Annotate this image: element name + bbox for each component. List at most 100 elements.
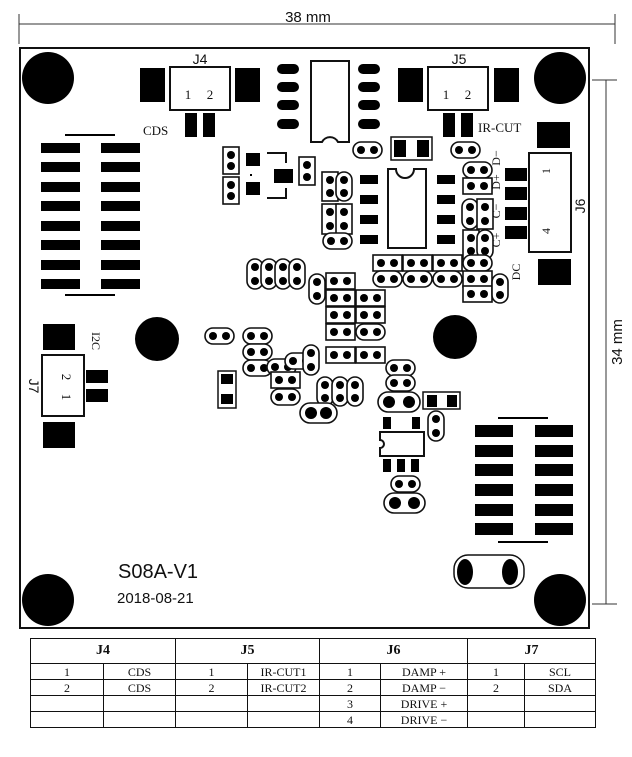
pad-hole: [481, 247, 489, 255]
j4-ref-label: J4: [193, 51, 208, 67]
pad-outline: [372, 270, 403, 288]
pad-hole: [330, 328, 338, 336]
pin-table-group-j4: J4: [30, 638, 176, 664]
ic-middle-dip: [360, 168, 455, 249]
pad-hole: [343, 277, 351, 285]
pad-hole: [327, 237, 335, 245]
pad-hole: [340, 208, 348, 216]
pad-hole: [389, 497, 401, 509]
pin-number-cell: 4: [319, 711, 381, 728]
pin-function-cell: IR-CUT1: [247, 663, 320, 680]
pin-number-cell: 2: [319, 679, 381, 696]
pad-hole: [227, 151, 235, 159]
pad-hole: [480, 166, 488, 174]
pad-hole: [377, 259, 385, 267]
pad-outline: [325, 323, 356, 341]
pad-hole: [343, 311, 351, 319]
pad-hole: [336, 394, 344, 402]
pad-outline: [298, 156, 316, 186]
pad-hole: [370, 146, 378, 154]
pad-hole: [260, 332, 268, 340]
pad-hole: [467, 247, 475, 255]
pin-number-cell: [175, 695, 248, 712]
pad-hole: [373, 311, 381, 319]
pad-hole: [265, 263, 273, 271]
pad-hole: [466, 217, 474, 225]
pin-table-group-j7: J7: [467, 638, 596, 664]
pad-hole: [357, 146, 365, 154]
connector-j7: [41, 324, 108, 448]
pad-outline: [222, 146, 240, 175]
pad-hole: [330, 294, 338, 302]
pad-outline: [288, 258, 306, 290]
pin-function-cell: CDS: [103, 663, 176, 680]
pin-number-cell: 3: [319, 695, 381, 712]
pad-hole: [330, 311, 338, 319]
pad-hole: [247, 364, 255, 372]
pad-outline: [432, 270, 463, 288]
pad-hole: [326, 189, 334, 197]
pad-hole: [407, 275, 415, 283]
pad-hole: [432, 415, 440, 423]
j5-ref-label: J5: [452, 51, 467, 67]
j7-pin1-label: 1: [59, 394, 74, 401]
pad-hole: [343, 328, 351, 336]
pad-hole: [455, 146, 463, 154]
j4-function-label: CDS: [143, 123, 168, 138]
pad-hole: [289, 357, 297, 365]
mounting-hole-top-left: [22, 52, 74, 104]
pad-outline: [462, 177, 493, 195]
pad-hole: [467, 166, 475, 174]
j5-pin1-label: 1: [443, 87, 450, 102]
pad-hole: [395, 480, 403, 488]
pad-hole: [326, 208, 334, 216]
j7-ref-label: J7: [26, 379, 42, 394]
pad-hole: [467, 259, 475, 267]
pad-hole: [321, 394, 329, 402]
pad-hole: [305, 407, 317, 419]
pad-hole: [373, 328, 381, 336]
pad-outline: [308, 273, 326, 305]
j4-pin1-label: 1: [185, 87, 192, 102]
j7-pin2-label: 2: [59, 374, 74, 381]
pad-hole: [481, 217, 489, 225]
j4-pin2-label: 2: [207, 87, 214, 102]
pin-function-cell: [524, 695, 596, 712]
mounting-hole-bottom-left: [22, 574, 74, 626]
pad-hole: [326, 222, 334, 230]
pad-hole: [450, 259, 458, 267]
ic-left-sop: [41, 134, 140, 296]
j5-function-label: IR-CUT: [478, 120, 521, 135]
pin-table-group-j6: J6: [319, 638, 468, 664]
pin-function-cell: [247, 711, 320, 728]
pad-hole: [373, 294, 381, 302]
pin-number-cell: 1: [467, 663, 525, 680]
pad-hole: [279, 263, 287, 271]
connector-j5: [398, 66, 570, 148]
pad-hole: [360, 328, 368, 336]
pin-function-cell: [103, 711, 176, 728]
pin-number-cell: [175, 711, 248, 728]
pad-hole: [467, 290, 475, 298]
pad-outline: [270, 371, 301, 389]
pad-hole: [251, 277, 259, 285]
pad-hole: [360, 351, 368, 359]
pad-hole: [271, 363, 279, 371]
pad-hole: [303, 161, 311, 169]
pad-hole: [480, 275, 488, 283]
pad-hole: [260, 364, 268, 372]
pad-hole: [275, 376, 283, 384]
pad-hole: [480, 290, 488, 298]
pin-function-cell: [103, 695, 176, 712]
j6-ref-label: J6: [572, 198, 588, 213]
pin-function-cell: DAMP −: [380, 679, 468, 696]
j6-pin1-label: 1: [539, 168, 553, 174]
pad-outline: [390, 475, 421, 493]
pad-outline: [450, 141, 481, 159]
ic-sot-lower: [379, 417, 425, 472]
pad-outline: [322, 232, 353, 250]
pad-hole: [437, 259, 445, 267]
pad-hole: [330, 277, 338, 285]
pad-hole: [373, 351, 381, 359]
